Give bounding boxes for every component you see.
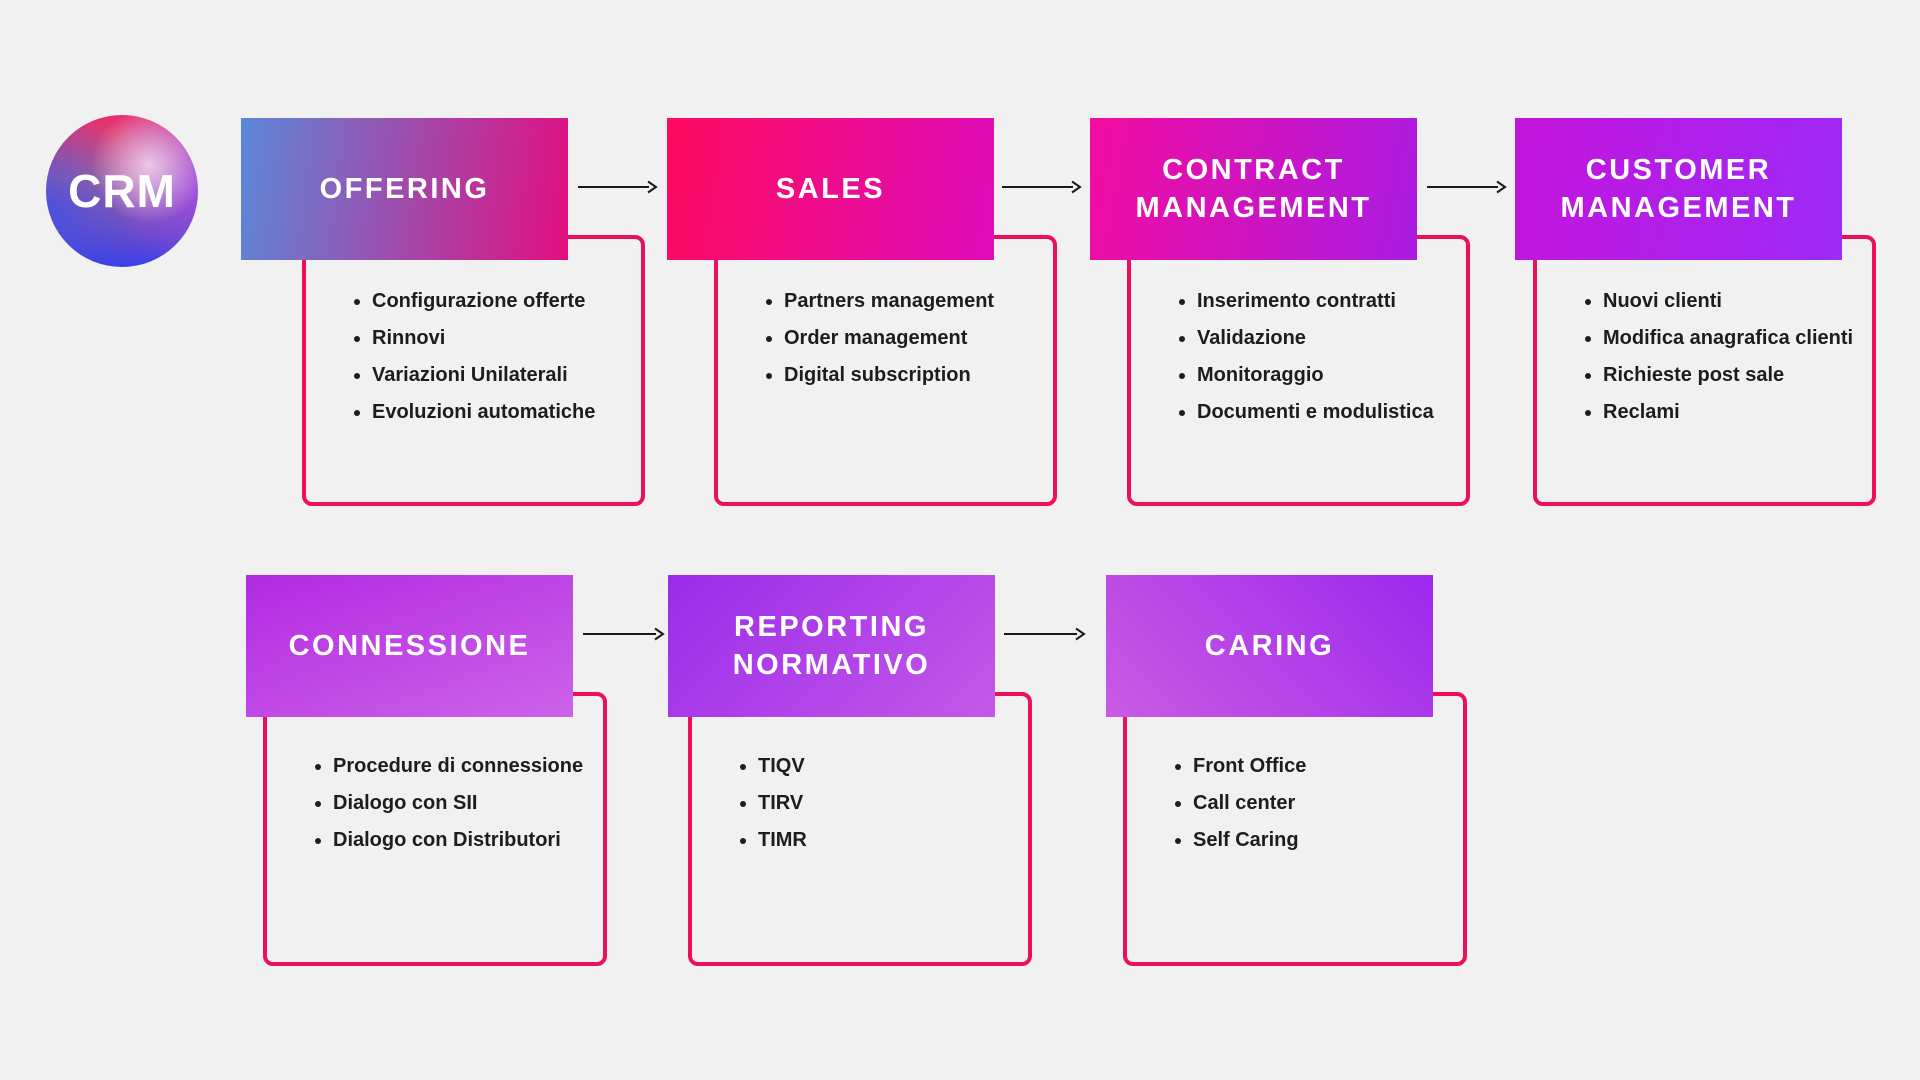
node-customer-management-panel: Nuovi clienti Modifica anagrafica client… [1533, 235, 1876, 506]
bullet-item: Richieste post sale [1603, 361, 1860, 390]
node-sales-panel: Partners management Order management Dig… [714, 235, 1057, 506]
crm-logo: CRM [46, 115, 198, 267]
offering-bullet-list: Configurazione offerte Rinnovi Variazion… [306, 239, 641, 427]
arrow-connessione-to-reporting-icon [583, 627, 665, 641]
bullet-item: TIMR [758, 826, 1016, 855]
contract-bullet-list: Inserimento contratti Validazione Monito… [1131, 239, 1466, 427]
node-connessione-panel: Procedure di connessione Dialogo con SII… [263, 692, 607, 966]
node-caring-title: CARING [1204, 629, 1335, 662]
reporting-bullet-list: TIQV TIRV TIMR [692, 696, 1028, 855]
node-caring-panel: Front Office Call center Self Caring [1123, 692, 1467, 966]
arrow-sales-to-contract-icon [1002, 180, 1082, 194]
bullet-item: Documenti e modulistica [1197, 398, 1454, 427]
bullet-item: Variazioni Unilaterali [372, 361, 629, 390]
bullet-item: Rinnovi [372, 324, 629, 353]
node-contract-management-title: CONTRACT MANAGEMENT [1135, 153, 1372, 224]
bullet-item: TIRV [758, 789, 1016, 818]
node-contract-management-header: CONTRACT MANAGEMENT [1090, 118, 1417, 260]
node-offering-panel: Configurazione offerte Rinnovi Variazion… [302, 235, 645, 506]
bullet-item: Self Caring [1193, 826, 1451, 855]
node-offering-title: OFFERING [319, 172, 490, 205]
bullet-item: Order management [784, 324, 1041, 353]
arrow-offering-to-sales-icon [578, 180, 658, 194]
bullet-item: TIQV [758, 752, 1016, 781]
bullet-item: Reclami [1603, 398, 1860, 427]
bullet-item: Inserimento contratti [1197, 287, 1454, 316]
node-sales-header: SALES [667, 118, 994, 260]
node-reporting-normativo-header: REPORTING NORMATIVO [668, 575, 995, 717]
bullet-item: Nuovi clienti [1603, 287, 1860, 316]
bullet-item: Digital subscription [784, 361, 1041, 390]
bullet-item: Monitoraggio [1197, 361, 1454, 390]
node-customer-management-header: CUSTOMER MANAGEMENT [1515, 118, 1842, 260]
node-offering-header: OFFERING [241, 118, 568, 260]
customer-bullet-list: Nuovi clienti Modifica anagrafica client… [1537, 239, 1872, 427]
bullet-item: Configurazione offerte [372, 287, 629, 316]
bullet-item: Partners management [784, 287, 1041, 316]
node-customer-management-title: CUSTOMER MANAGEMENT [1560, 153, 1797, 224]
connessione-bullet-list: Procedure di connessione Dialogo con SII… [267, 696, 603, 855]
bullet-item: Procedure di connessione [333, 752, 591, 781]
node-reporting-normativo-title: REPORTING NORMATIVO [732, 610, 931, 681]
bullet-item: Front Office [1193, 752, 1451, 781]
caring-bullet-list: Front Office Call center Self Caring [1127, 696, 1463, 855]
node-sales-title: SALES [775, 172, 886, 205]
bullet-item: Validazione [1197, 324, 1454, 353]
bullet-item: Evoluzioni automatiche [372, 398, 629, 427]
node-connessione-header: CONNESSIONE [246, 575, 573, 717]
crm-logo-label: CRM [68, 165, 176, 217]
arrow-contract-to-customer-icon [1427, 180, 1507, 194]
node-caring-header: CARING [1106, 575, 1433, 717]
node-reporting-normativo-panel: TIQV TIRV TIMR [688, 692, 1032, 966]
node-connessione-title: CONNESSIONE [288, 629, 531, 662]
bullet-item: Dialogo con SII [333, 789, 591, 818]
sales-bullet-list: Partners management Order management Dig… [718, 239, 1053, 390]
bullet-item: Modifica anagrafica clienti [1603, 324, 1860, 353]
node-contract-management-panel: Inserimento contratti Validazione Monito… [1127, 235, 1470, 506]
bullet-item: Dialogo con Distributori [333, 826, 591, 855]
arrow-reporting-to-caring-icon [1004, 627, 1086, 641]
bullet-item: Call center [1193, 789, 1451, 818]
